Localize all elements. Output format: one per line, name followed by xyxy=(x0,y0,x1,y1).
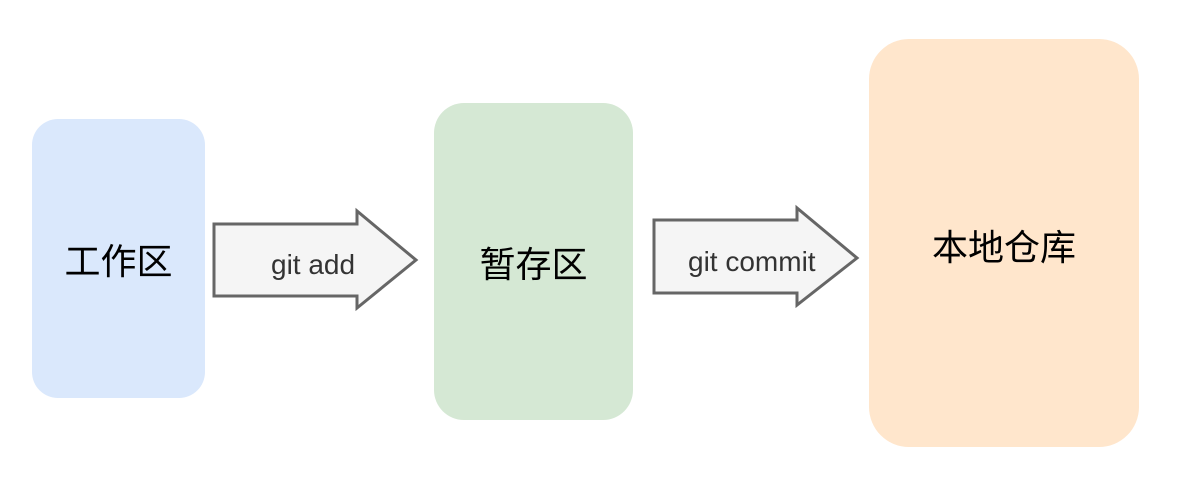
git-add-arrow: git add xyxy=(212,207,419,312)
local-repository-label: 本地仓库 xyxy=(931,228,1076,269)
git-add-label: git add xyxy=(271,249,355,280)
working-directory-box: 工作区 xyxy=(32,119,205,398)
staging-area-box: 暂存区 xyxy=(434,103,633,420)
git-commit-arrow-shape xyxy=(652,204,860,309)
working-directory-label: 工作区 xyxy=(64,241,173,283)
git-commit-arrow: git commit xyxy=(652,204,860,309)
staging-area-label: 暂存区 xyxy=(479,244,588,286)
local-repository-box: 本地仓库 xyxy=(869,39,1139,447)
git-add-arrow-shape xyxy=(212,207,419,312)
git-commit-label: git commit xyxy=(688,246,816,277)
